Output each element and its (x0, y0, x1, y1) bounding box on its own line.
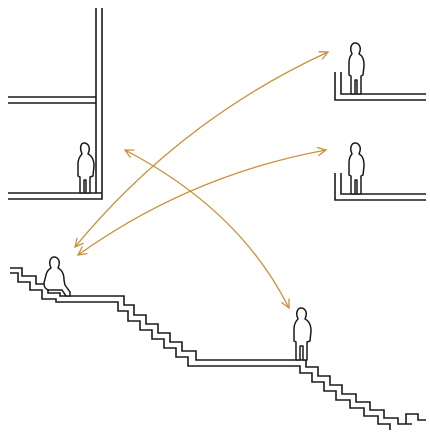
sightline-arrowhead-start (316, 146, 328, 157)
sightlines (74, 51, 330, 310)
lower-balcony-outer (334, 173, 426, 201)
upper-balcony-to-seated (74, 51, 329, 248)
staircase (10, 267, 426, 430)
sightline-arrowhead-end (281, 298, 290, 310)
left-building (8, 8, 103, 200)
standing-figure-stair-landing (293, 307, 312, 361)
right-balconies (334, 72, 426, 201)
standing-figure-upper-balcony (348, 42, 365, 95)
upper-balcony-outer (334, 72, 426, 101)
sightline-arrowhead-start (123, 149, 135, 158)
lower-balcony-inner (340, 173, 426, 195)
lower-floor-slab-bottom (8, 193, 103, 200)
lower-balcony-to-seated (77, 149, 327, 256)
standing-figure-left-floor (77, 142, 95, 194)
stair-end (405, 413, 426, 424)
sightline-arrowhead-end (76, 246, 88, 256)
seated-figure-stair-top (43, 256, 71, 297)
standing-figure-lower-balcony (348, 142, 365, 195)
upper-balcony-inner (340, 72, 426, 95)
sightline-arrowhead-end (74, 237, 84, 249)
left-floor-to-stair-landing (124, 149, 290, 309)
stair-upper-flight-top (10, 267, 412, 425)
sightline-arrowhead-start (318, 51, 330, 60)
stair-upper-flight-bottom (10, 272, 391, 430)
